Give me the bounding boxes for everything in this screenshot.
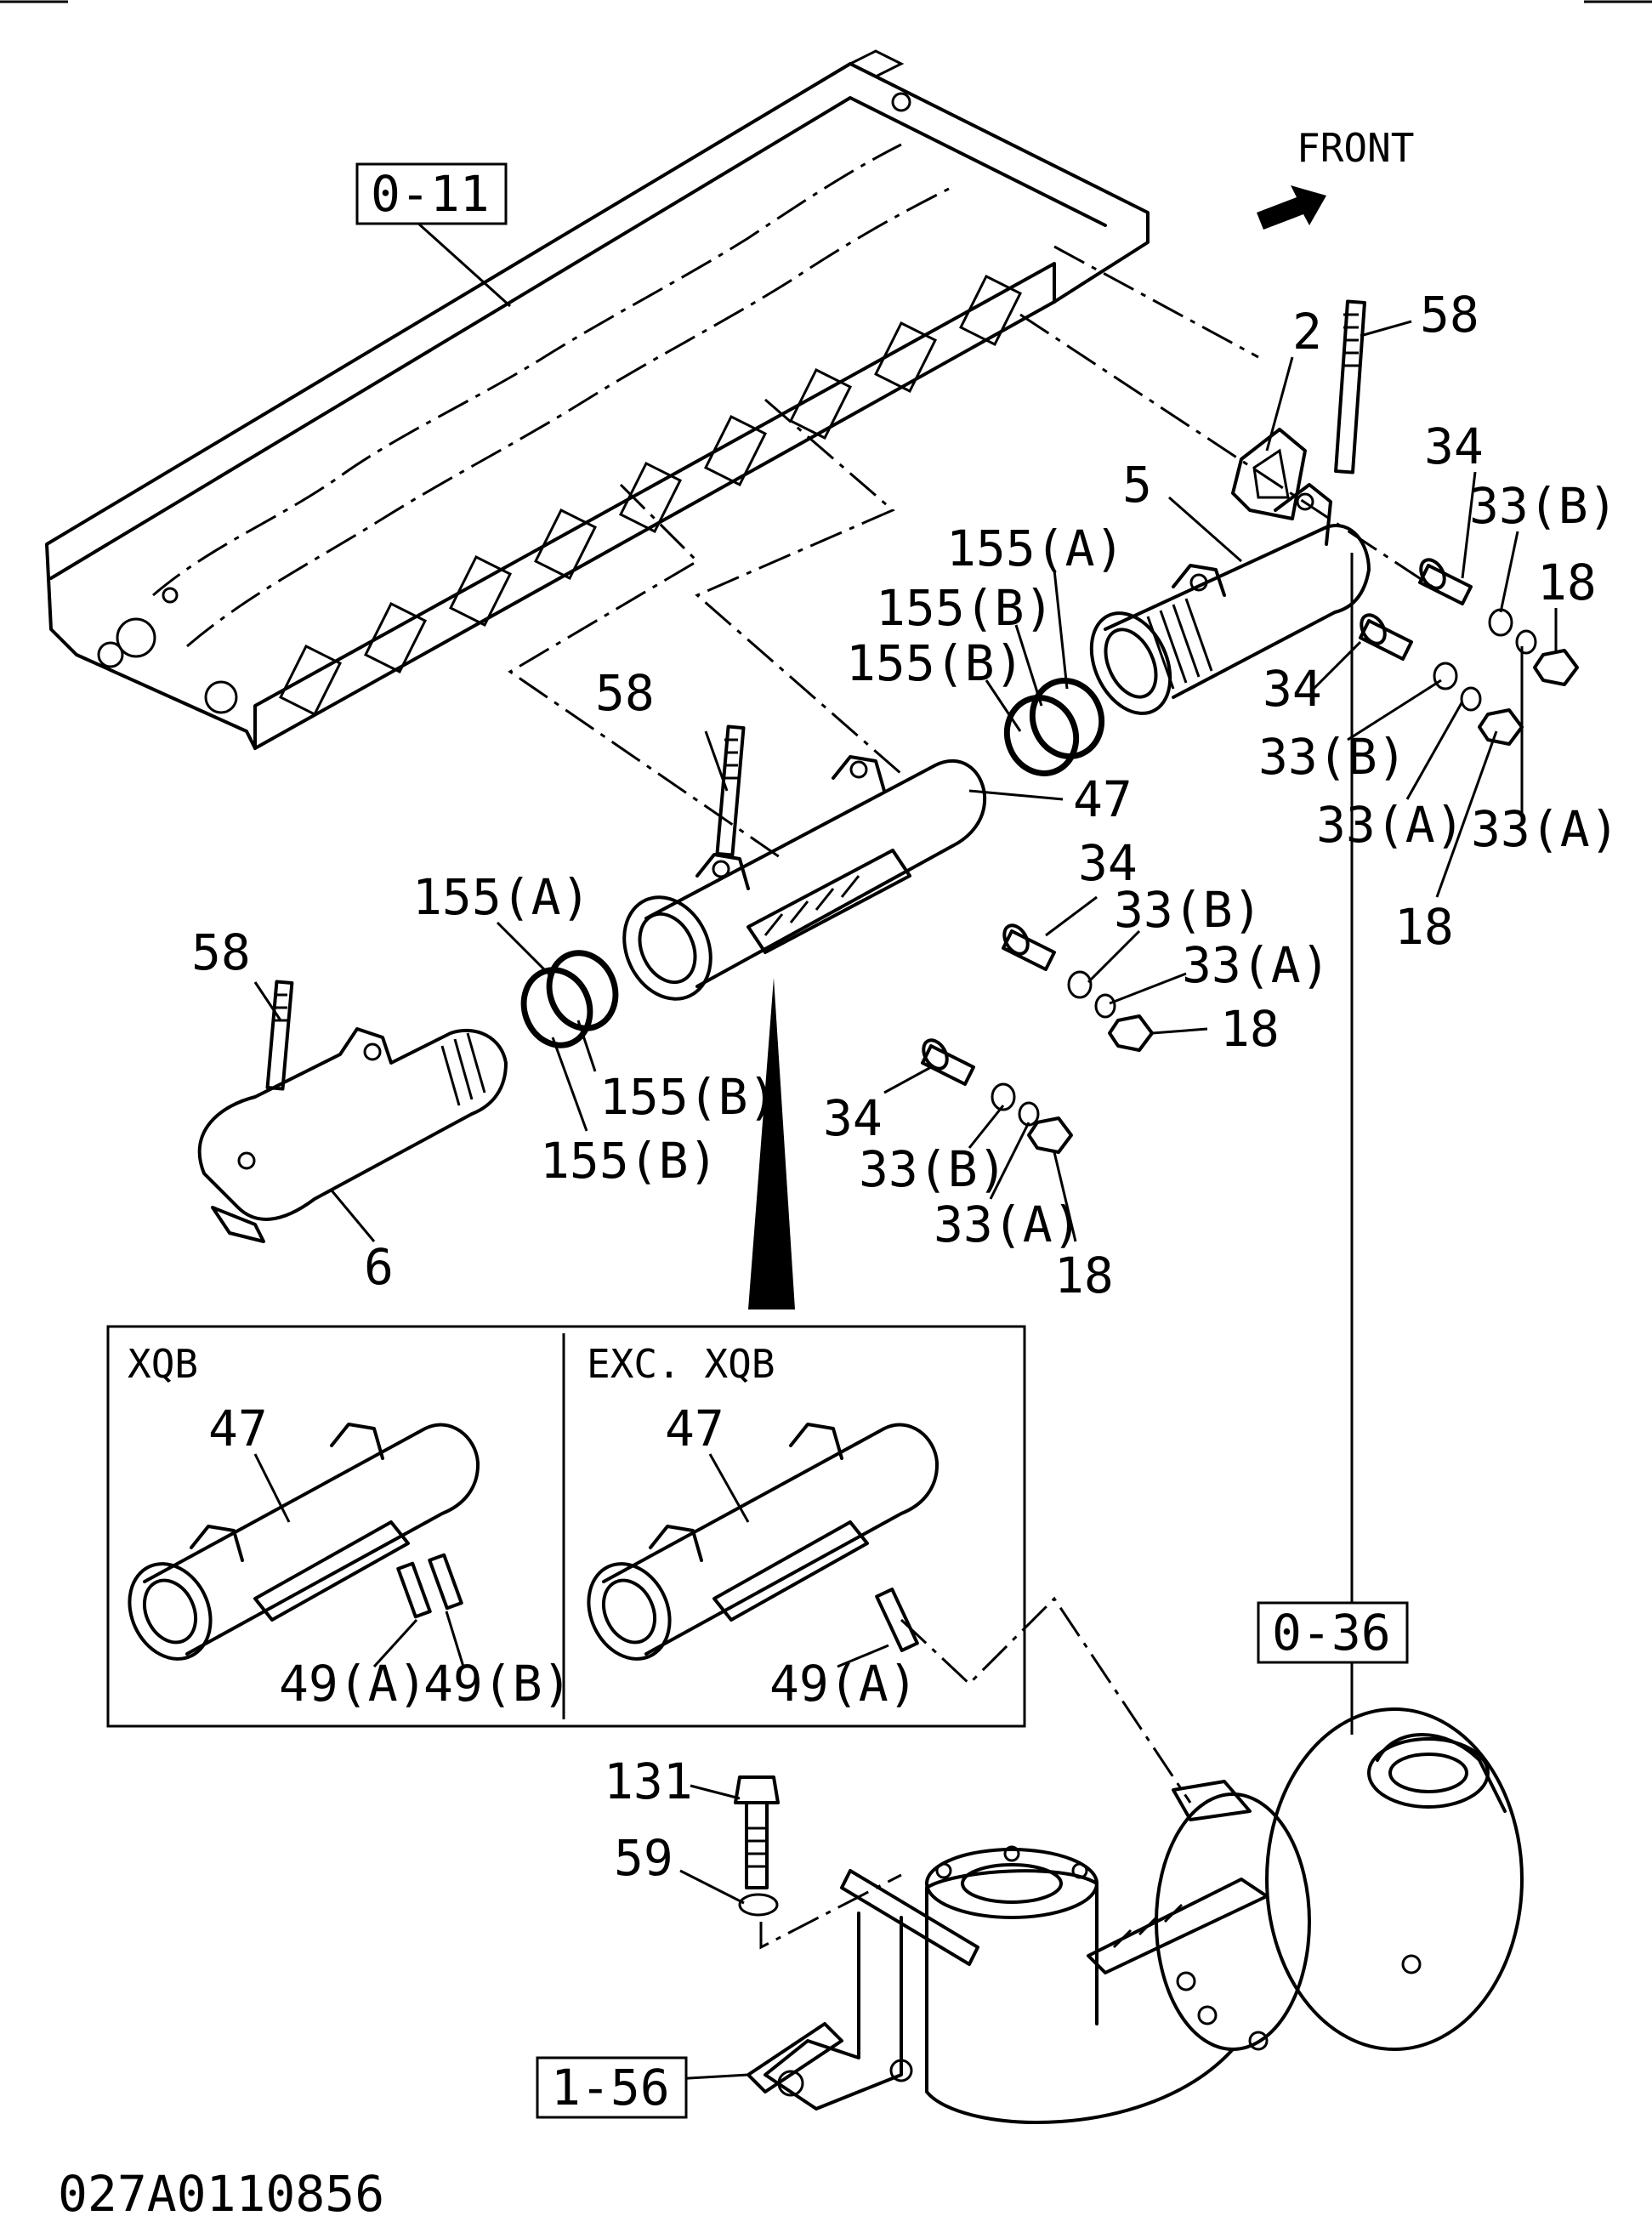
ref-0-36-label[interactable]: 0-36 — [1272, 1604, 1391, 1662]
detail-xqb-part-label: 47 — [208, 1400, 268, 1457]
callout-155a-a: 155(A) — [946, 520, 1125, 577]
callout-33a-d: 33(A) — [934, 1196, 1082, 1253]
callout-155a-b: 155(A) — [412, 868, 591, 926]
callout-58-top: 58 — [1420, 286, 1479, 344]
detail-xqb-pin-a: 49(A) — [279, 1655, 428, 1713]
callout-18-b: 18 — [1394, 898, 1454, 956]
detail-pipe-exc-xqb — [587, 1423, 940, 1661]
callout-34-d: 34 — [823, 1089, 883, 1147]
spacer-set-centre — [1002, 923, 1154, 1052]
callout-18-c: 18 — [1220, 1000, 1280, 1058]
callout-155b-c: 155(B) — [599, 1068, 778, 1126]
document-code: 027A0110856 — [58, 2165, 384, 2223]
detail-exc-xqb-part-label: 47 — [665, 1400, 724, 1457]
detail-pointer — [748, 978, 795, 1309]
callout-33b-c: 33(B) — [1114, 881, 1263, 939]
bolt-131 — [734, 1775, 780, 1889]
ref-box-0-11[interactable] — [355, 162, 508, 225]
detail-header-exc-xqb: EXC. XQB — [587, 1341, 775, 1387]
exhaust-pipe-5 — [1089, 483, 1371, 715]
detail-header-xqb: XQB — [128, 1341, 198, 1387]
front-label: FRONT — [1297, 125, 1414, 171]
detail-xqb-pin-b: 49(B) — [423, 1655, 572, 1713]
gasket-2 — [1231, 428, 1307, 520]
turbocharger — [925, 1707, 1524, 2124]
exhaust-pipe-6 — [197, 1027, 508, 1243]
front-arrow-icon — [1257, 185, 1326, 230]
detail-exc-xqb-pin-a: 49(A) — [769, 1655, 918, 1713]
callout-33b-a: 33(B) — [1469, 477, 1618, 535]
ref-box-1-56[interactable] — [536, 2056, 688, 2119]
callout-33a-b: 33(A) — [1471, 800, 1620, 858]
detail-pipe-xqb — [128, 1423, 480, 1661]
callout-5: 5 — [1122, 456, 1152, 514]
ref-1-56-label[interactable]: 1-56 — [551, 2059, 670, 2116]
callout-58-left: 58 — [191, 923, 251, 981]
exhaust-pipe-47 — [622, 755, 987, 1001]
callout-18-a: 18 — [1537, 554, 1597, 611]
callout-33b-d: 33(B) — [859, 1140, 1008, 1198]
ref-box-0-36[interactable] — [1257, 1601, 1409, 1664]
seal-rings-upper — [1003, 678, 1105, 776]
ref-0-11-label[interactable]: 0-11 — [371, 165, 490, 223]
washer-59 — [738, 1893, 779, 1917]
leader-lines — [253, 213, 1558, 2085]
callout-34-a: 34 — [1424, 418, 1484, 475]
callout-33a-c: 33(A) — [1182, 936, 1331, 994]
callout-47: 47 — [1073, 770, 1133, 828]
callout-155b-a: 155(B) — [876, 579, 1054, 637]
spacer-set-right — [1359, 558, 1579, 746]
stud-58-centre — [715, 724, 746, 857]
callout-131: 131 — [604, 1753, 693, 1810]
cylinder-head — [45, 49, 1150, 750]
callout-6: 6 — [364, 1238, 394, 1296]
callout-155b-b: 155(B) — [846, 634, 1025, 692]
callout-2: 2 — [1292, 303, 1322, 361]
seal-rings-lower — [520, 950, 619, 1048]
callout-34-c: 34 — [1078, 834, 1138, 892]
detail-box — [106, 1325, 1026, 1728]
callout-33a-a: 33(A) — [1316, 796, 1465, 854]
callout-34-b: 34 — [1263, 660, 1322, 718]
callout-18-d: 18 — [1054, 1247, 1114, 1304]
callout-59: 59 — [614, 1829, 673, 1887]
spacer-set-lower — [921, 1038, 1073, 1154]
stud-58-left — [265, 980, 294, 1091]
callout-155b-d: 155(B) — [540, 1132, 718, 1190]
callout-33b-b: 33(B) — [1258, 728, 1407, 786]
bracket — [747, 1869, 979, 2111]
stud-58-top — [1334, 299, 1366, 474]
callout-58-centre: 58 — [595, 664, 655, 722]
